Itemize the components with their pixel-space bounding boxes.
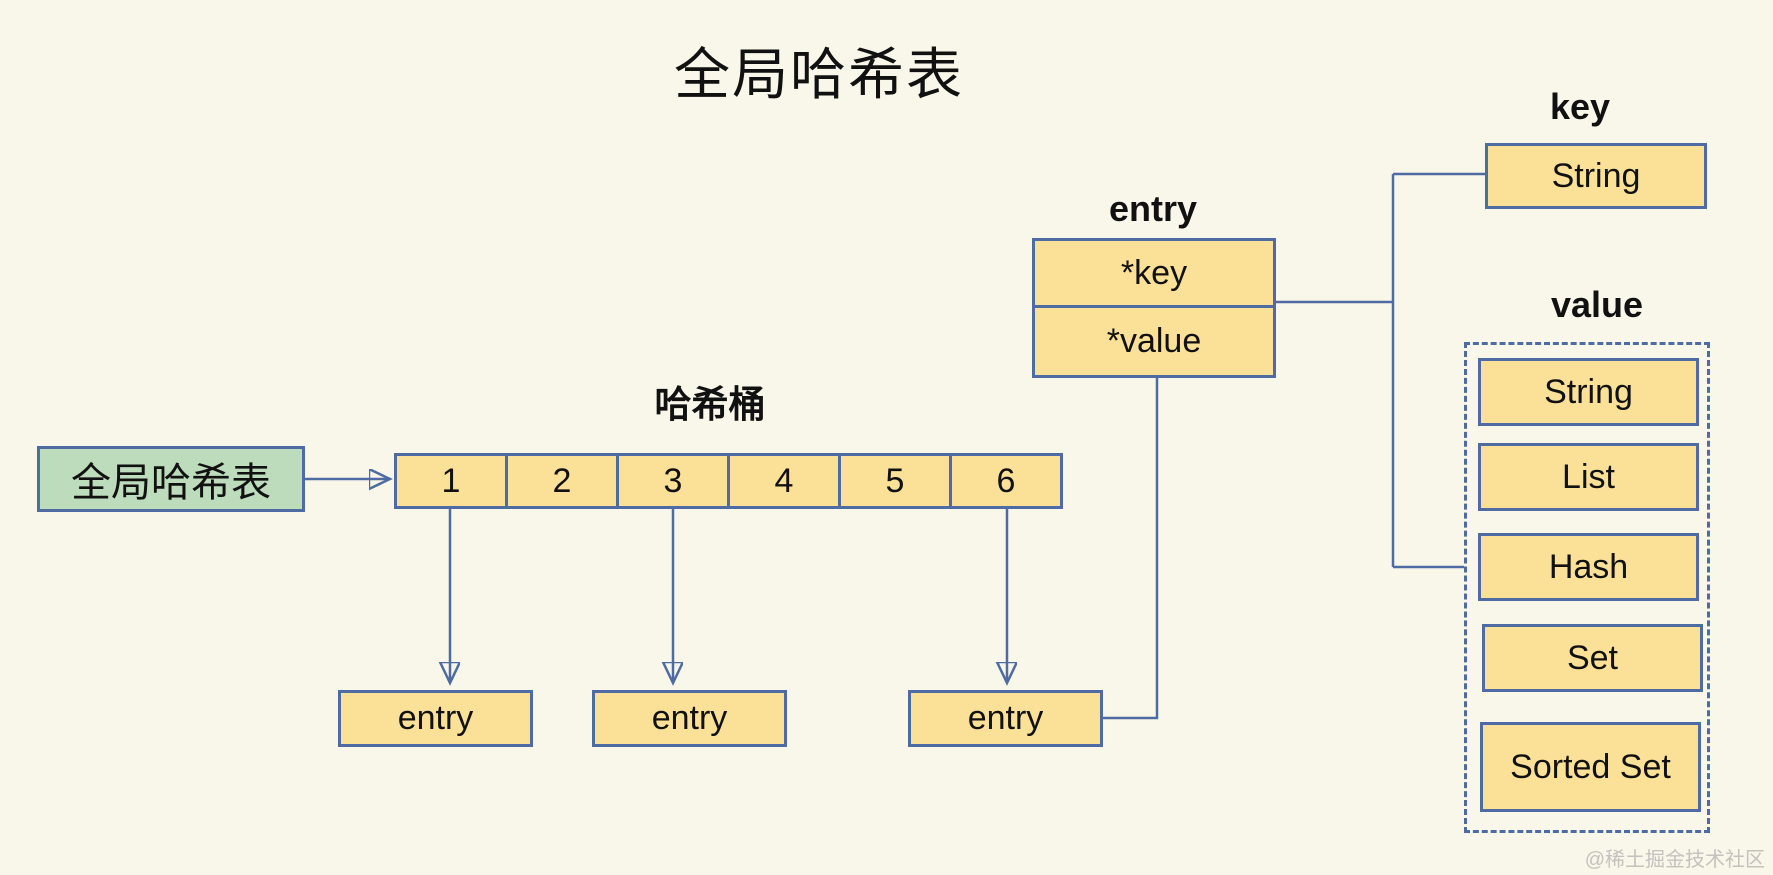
entry-struct-title: entry bbox=[1108, 188, 1198, 229]
line-entry-to-struct bbox=[1103, 375, 1159, 720]
key-group-title: key bbox=[1549, 86, 1611, 127]
bucket-cell-4: 4 bbox=[727, 456, 838, 506]
bucket-array: 1 2 3 4 5 6 bbox=[394, 453, 1063, 509]
value-type-hash: Hash bbox=[1478, 533, 1699, 601]
bucket-cell-6: 6 bbox=[949, 456, 1060, 506]
entry-struct-field-value: *value bbox=[1035, 305, 1273, 375]
value-type-string: String bbox=[1478, 358, 1699, 426]
root-label: 全局哈希表 bbox=[71, 461, 271, 505]
entry-struct-field-key: *key bbox=[1120, 253, 1188, 292]
bucket-cell-1: 1 bbox=[397, 456, 505, 506]
bucket-cell-5: 5 bbox=[838, 456, 949, 506]
entry-node-2: entry bbox=[592, 690, 787, 747]
value-group-title: value bbox=[1550, 284, 1644, 325]
bucket-title: 哈希桶 bbox=[654, 384, 766, 425]
value-type-list: List bbox=[1478, 443, 1699, 511]
value-type-set: Set bbox=[1482, 624, 1703, 692]
value-group-dashed-box bbox=[1464, 342, 1710, 833]
page-title: 全局哈希表 bbox=[674, 43, 964, 106]
entry-struct-box: *key *value bbox=[1032, 238, 1276, 378]
entry-node-3: entry bbox=[908, 690, 1103, 747]
entry-node-1: entry bbox=[338, 690, 533, 747]
bucket-cell-2: 2 bbox=[505, 456, 616, 506]
watermark-text: @稀土掘金技术社区 bbox=[1584, 849, 1765, 871]
key-type-string: String bbox=[1485, 143, 1707, 209]
value-type-sorted-set: Sorted Set bbox=[1480, 722, 1701, 812]
bucket-cell-3: 3 bbox=[616, 456, 727, 506]
root-global-hashtable-box: 全局哈希表 bbox=[37, 446, 305, 512]
